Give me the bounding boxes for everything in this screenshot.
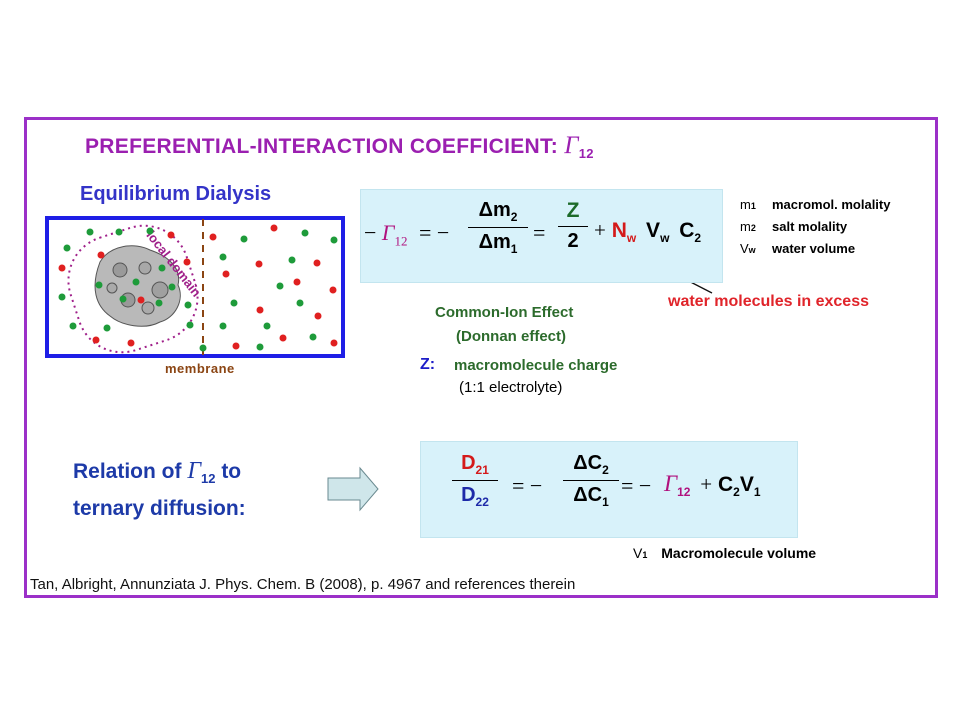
green-ion <box>69 322 77 330</box>
red-ion <box>97 251 105 259</box>
red-ion <box>314 312 322 320</box>
green-ion <box>168 283 176 291</box>
green-ion <box>119 295 127 303</box>
red-ion <box>330 339 338 347</box>
green-ion <box>103 324 111 332</box>
reference-citation: Tan, Albright, Annunziata J. Phys. Chem.… <box>30 576 576 593</box>
equation-2-box <box>420 441 798 538</box>
eq1-frac-dm: Δm2 Δm1 <box>468 199 528 256</box>
green-ion <box>240 235 248 243</box>
membrane-label: membrane <box>165 361 235 376</box>
red-ion <box>256 306 264 314</box>
eq2-frac-c: ΔC2 ΔC1 <box>563 452 619 509</box>
eq1-lhs: − Γ12 = − <box>364 220 450 249</box>
eq2-rhs: Γ12 + C2V1 <box>664 471 761 500</box>
eq2-equals-1: = − <box>512 473 543 498</box>
water-excess-label: water molecules in excess <box>668 293 869 310</box>
red-ion <box>270 224 278 232</box>
eq1-frac-z: Z 2 <box>558 199 588 253</box>
local-domain-outline <box>67 224 199 354</box>
red-ion <box>92 336 100 344</box>
z-description: macromolecule charge <box>454 357 618 374</box>
green-ion <box>296 299 304 307</box>
green-ion <box>95 281 103 289</box>
slide-title: PREFERENTIAL-INTERACTION COEFFICIENT: Γ1… <box>85 132 594 161</box>
slide-frame <box>24 117 938 598</box>
relation-arrow <box>327 466 379 512</box>
gamma-subscript: 12 <box>578 146 594 162</box>
red-ion <box>58 264 66 272</box>
red-ion <box>293 278 301 286</box>
ions <box>58 224 338 352</box>
green-ion <box>309 333 317 341</box>
green-ion <box>256 343 264 351</box>
green-ion <box>301 229 309 237</box>
electrolyte-label: (1:1 electrolyte) <box>459 379 563 396</box>
gamma-symbol: Γ <box>564 132 579 159</box>
green-ion <box>158 264 166 272</box>
green-ion <box>63 244 71 252</box>
green-ion <box>330 236 338 244</box>
green-ion <box>186 321 194 329</box>
green-ion <box>199 344 207 352</box>
red-ion <box>222 270 230 278</box>
green-ion <box>184 301 192 309</box>
green-ion <box>276 282 284 290</box>
eq2-equals-2: = − <box>621 473 652 498</box>
green-ion <box>263 322 271 330</box>
green-ion <box>86 228 94 236</box>
red-ion <box>313 259 321 267</box>
green-ion <box>219 253 227 261</box>
dialysis-title: Equilibrium Dialysis <box>80 183 272 205</box>
green-ion <box>155 299 163 307</box>
eq1-rhs: + Nw Vw C2 <box>594 218 702 246</box>
red-ion <box>183 258 191 266</box>
donnan-label: (Donnan effect) <box>456 328 566 345</box>
equation-1-box <box>360 189 723 283</box>
red-ion <box>209 233 217 241</box>
red-ion <box>127 339 135 347</box>
green-ion <box>230 299 238 307</box>
z-label: Z: <box>420 356 436 373</box>
green-ion <box>115 228 123 236</box>
green-ion <box>219 322 227 330</box>
red-ion <box>137 296 145 304</box>
green-ion <box>58 293 66 301</box>
macromolecule-volume-label: V1 Macromolecule volume <box>633 545 817 561</box>
green-ion <box>146 227 154 235</box>
eq1-equals: = <box>533 220 546 245</box>
common-ion-label: Common-Ion Effect <box>435 304 574 321</box>
title-text: PREFERENTIAL-INTERACTION COEFFICIENT: <box>85 135 559 158</box>
red-ion <box>232 342 240 350</box>
red-ion <box>279 334 287 342</box>
red-ion <box>329 286 337 294</box>
green-ion <box>132 278 140 286</box>
relation-text: Relation of Γ12 to ternary diffusion: <box>73 458 246 521</box>
red-ion <box>255 260 263 268</box>
eq2-frac-d: D21 D22 <box>452 452 498 509</box>
red-ion <box>167 231 175 239</box>
green-ion <box>288 256 296 264</box>
